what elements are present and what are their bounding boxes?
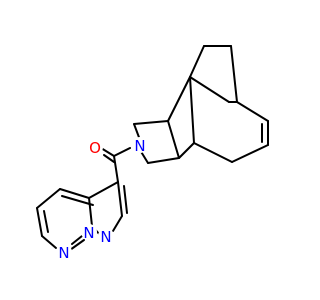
bridgehead-nitrogen-atom-bg xyxy=(81,224,97,240)
bond xyxy=(189,76,195,144)
bond xyxy=(178,142,195,159)
oxygen-atom-label: O xyxy=(89,139,101,157)
bond xyxy=(61,195,94,206)
bond xyxy=(43,210,49,233)
bond xyxy=(117,181,123,217)
bicyclic-bonds xyxy=(133,45,269,164)
bond xyxy=(236,101,269,122)
bond xyxy=(88,181,119,199)
bond xyxy=(69,239,85,251)
bond xyxy=(41,235,57,249)
bond xyxy=(167,76,191,122)
bond xyxy=(147,157,180,164)
bridgehead-nitrogen-atom-label: N xyxy=(83,224,94,242)
heteroaromatic-bonds xyxy=(36,181,128,251)
atom-labels: O N N N N xyxy=(56,137,148,262)
pyridazine-nitrogen-atom-bg xyxy=(56,244,72,260)
bond xyxy=(231,144,269,163)
bond xyxy=(71,235,83,245)
bond xyxy=(133,120,169,125)
bond xyxy=(103,154,115,163)
amide-nitrogen-atom-bg xyxy=(132,137,148,153)
pyrazole-nitrogen-atom-label: N xyxy=(100,228,111,246)
amide-nitrogen-atom-label: N xyxy=(134,137,145,155)
oxygen-atom-bg xyxy=(87,139,103,155)
bond xyxy=(189,45,205,78)
bond xyxy=(230,45,238,103)
bond xyxy=(193,142,233,163)
bond xyxy=(113,155,119,183)
bond xyxy=(88,197,93,227)
bond xyxy=(36,207,43,237)
molecule-structure-diagram: O N N N N xyxy=(36,45,269,262)
bond xyxy=(123,185,128,214)
bond xyxy=(36,188,61,209)
bond xyxy=(189,76,230,103)
pyrazole-nitrogen-atom-bg xyxy=(98,228,114,244)
carbonyl-bonds xyxy=(100,147,131,183)
bond xyxy=(167,120,180,159)
pyridazine-nitrogen-atom-label: N xyxy=(58,244,69,262)
bond xyxy=(113,147,131,157)
bond xyxy=(100,147,115,157)
bond xyxy=(59,188,90,199)
bond xyxy=(112,215,123,232)
